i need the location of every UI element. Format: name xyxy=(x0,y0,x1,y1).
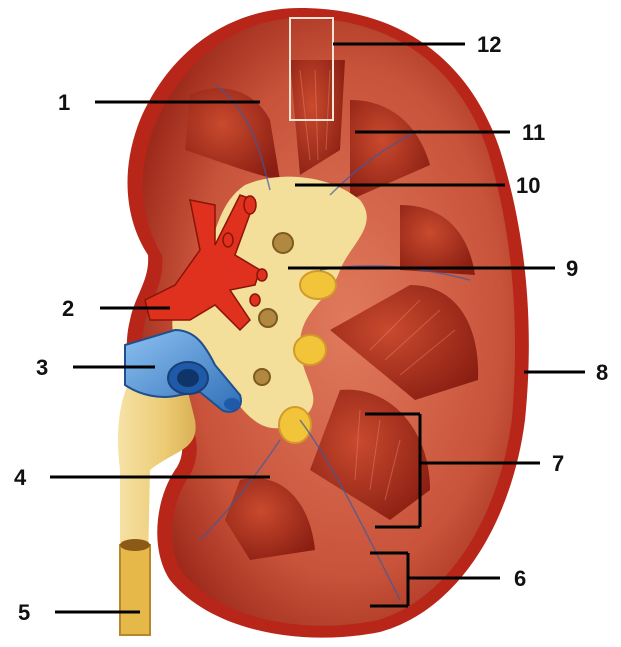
label-7: 7 xyxy=(552,451,564,476)
label-6: 6 xyxy=(514,566,526,591)
fat-lobule xyxy=(279,407,311,443)
label-2: 2 xyxy=(62,296,74,321)
label-11: 11 xyxy=(522,120,545,145)
label-9: 9 xyxy=(566,256,578,281)
label-3: 3 xyxy=(36,355,48,380)
label-8: 8 xyxy=(596,360,608,385)
label-12: 12 xyxy=(477,32,501,57)
opening xyxy=(259,309,277,327)
opening xyxy=(273,233,293,253)
ureter-end xyxy=(120,545,150,635)
fat-lobule xyxy=(294,335,326,365)
label-10: 10 xyxy=(516,173,540,198)
label-4: 4 xyxy=(14,465,27,490)
label-5: 5 xyxy=(18,600,30,625)
ureter-lumen xyxy=(120,539,150,551)
opening xyxy=(254,369,270,385)
label-1: 1 xyxy=(58,90,70,115)
fat-lobule xyxy=(300,271,336,299)
